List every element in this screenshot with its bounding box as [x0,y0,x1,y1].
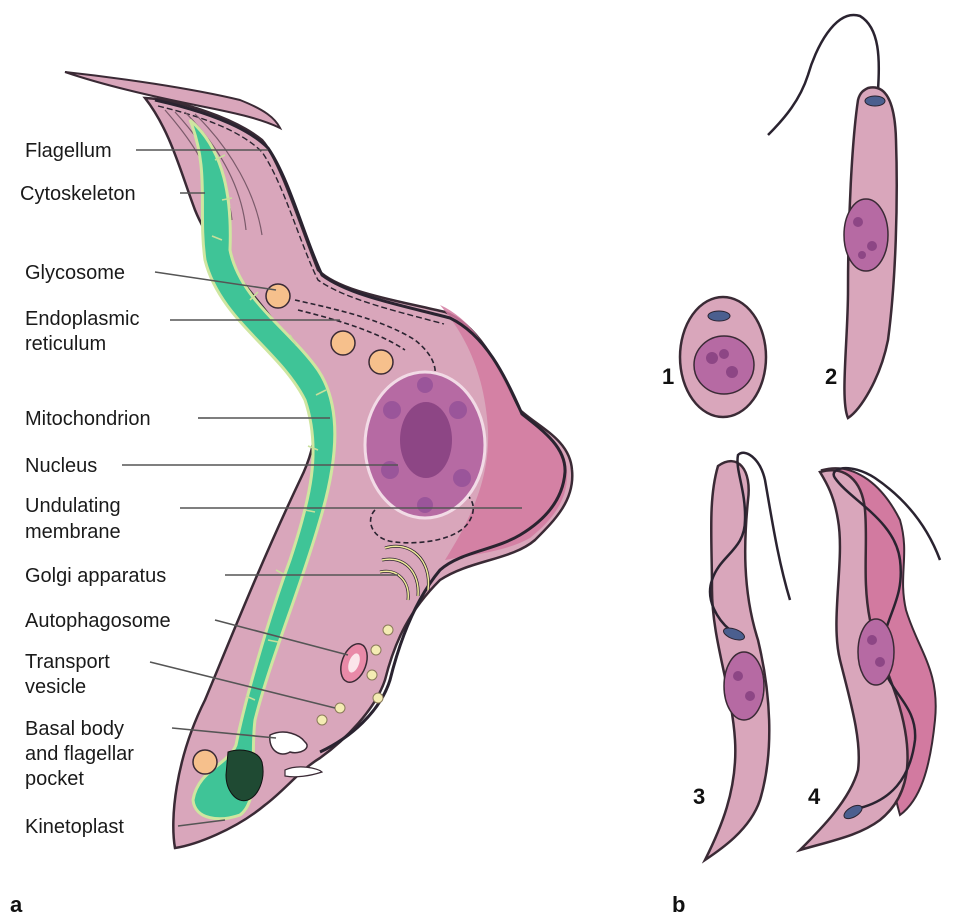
label-endoplasmic-1: Endoplasmic [25,308,140,330]
label-basal-1: Basal body [25,718,124,740]
stage-label-2: 2 [825,364,837,389]
stage-3-epimastigote [705,453,790,860]
epimastigote-nucleus [724,652,764,720]
glycosome [266,284,290,308]
glycosome [331,331,355,355]
label-nucleus: Nucleus [25,455,97,477]
label-undulating-1: Undulating [25,495,121,517]
stage-4-trypomastigote [800,468,940,850]
label-golgi: Golgi apparatus [25,565,166,587]
stage-label-4: 4 [808,784,821,809]
glycosome [193,750,217,774]
label-transport-1: Transport [25,651,110,673]
stage-label-3: 3 [693,784,705,809]
panel-letter-a: a [10,892,23,917]
stage-1-amastigote [680,297,766,417]
panel-letter-b: b [672,892,685,917]
basal-body [285,767,322,777]
label-undulating-2: membrane [25,521,121,543]
nucleolus [400,402,452,478]
label-basal-2: and flagellar [25,743,134,765]
stage-2-promastigote [768,15,897,418]
label-glycosome: Glycosome [25,262,125,284]
promastigote-kinetoplast [865,96,885,106]
label-kinetoplast: Kinetoplast [25,816,124,838]
label-cytoskeleton: Cytoskeleton [20,183,136,205]
promastigote-nucleus [844,199,888,271]
label-flagellum: Flagellum [25,140,112,162]
label-basal-3: pocket [25,768,84,790]
trypanosome-cell [65,72,572,848]
stage-label-1: 1 [662,364,674,389]
amastigote-kinetoplast [708,311,730,321]
glycosome [369,350,393,374]
label-endoplasmic-2: reticulum [25,333,106,355]
label-transport-2: vesicle [25,676,86,698]
amastigote-nucleus [694,336,754,394]
label-autophagosome: Autophagosome [25,610,171,632]
labels-panel-a: Flagellum Cytoskeleton Glycosome Endopla… [20,140,171,838]
label-mitochondrion: Mitochondrion [25,408,151,430]
trypomastigote-nucleus [858,619,894,685]
